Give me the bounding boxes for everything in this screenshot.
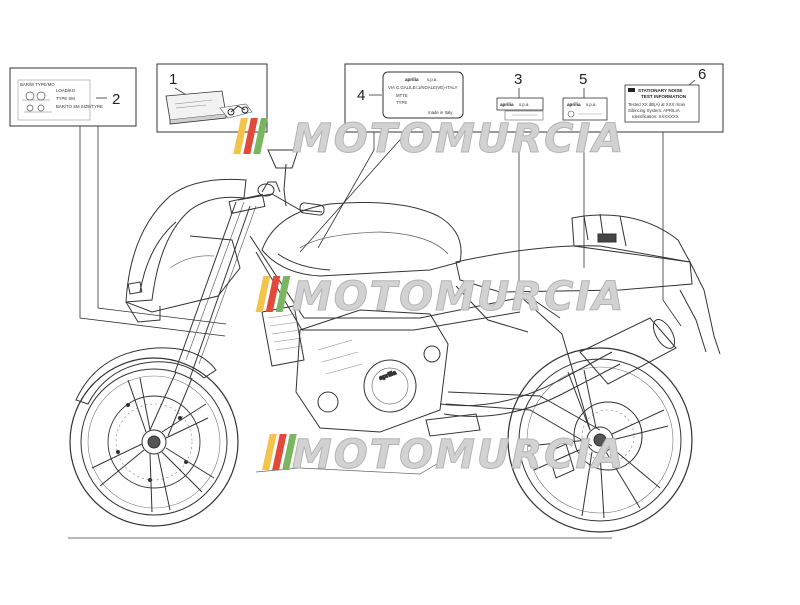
wm-stripe-green-3 — [282, 434, 297, 470]
box-decals: 4 aprilia s.p.a. VIA G.GALILEI,1/NOALE(V… — [344, 63, 724, 133]
rear-caliper — [547, 443, 575, 479]
leader-lines — [79, 126, 682, 337]
label-6-line-2: Silencing System: APRILIA — [628, 108, 680, 113]
decal-3-suffix: s.p.a. — [519, 102, 530, 107]
leader-4b — [299, 131, 408, 253]
decal-5: aprilia s.p.a. — [562, 97, 608, 121]
label-6-subtitle: TEST INFORMATION — [641, 94, 687, 99]
decal-3-logo: aprilia — [500, 102, 514, 107]
callout-2: 2 — [112, 91, 120, 108]
moto-kit-drawing — [219, 103, 253, 119]
plate-4-logo: aprilia — [405, 77, 419, 82]
watermark-text-2: MOTOMURCIA — [292, 274, 625, 320]
id-plate-4: aprilia s.p.a. VIA G.GALILEI,1/NOALE(VE)… — [382, 71, 464, 119]
wm-stripe-yellow-2 — [255, 276, 271, 312]
wm-stripe-red-3 — [272, 434, 287, 470]
sticker-2-line-1: BAR/W TYPE/MO — [20, 82, 55, 87]
manual-book-drawing — [165, 90, 227, 125]
plate-4-type: TYPE — [396, 100, 407, 105]
callout-5: 5 — [579, 71, 587, 88]
callout-3: 3 — [514, 71, 522, 88]
watermark-bottom: MOTOMURCIA — [262, 432, 625, 479]
seat-and-tail — [455, 213, 721, 355]
sticker-2-line-4: BAR/TO SM SIZE/TYRE — [56, 104, 103, 109]
handlebar-and-mirror — [237, 149, 325, 216]
footrest-bracket — [425, 413, 481, 437]
wm-stripe-red — [243, 118, 258, 154]
leader-6 — [662, 132, 682, 327]
callout-1: 1 — [169, 71, 177, 88]
box-2: BAR/W TYPE/MO LOAD/KG TYPE SM BAR/TO SM … — [9, 67, 137, 127]
wm-stripe-yellow — [233, 118, 248, 154]
plate-4-model: MTTE — [396, 93, 408, 98]
front-fender — [75, 347, 217, 405]
watermark-top: MOTOMURCIA — [233, 116, 625, 163]
sticker-2-line-3: TYPE SM — [56, 96, 75, 101]
front-fork — [149, 194, 266, 437]
label-6-line-3: Identification: XXXXXXX — [632, 114, 679, 119]
watermark-middle: MOTOMURCIA — [255, 274, 625, 321]
leader-4 — [317, 132, 375, 249]
wm-stripe-yellow-3 — [262, 434, 277, 470]
callout-6: 6 — [698, 66, 706, 83]
label-6-line-1: Tested XX dB(A) at XXX r/min — [628, 102, 686, 107]
leader-2 — [79, 126, 226, 337]
wm-stripe-red-2 — [265, 276, 281, 312]
sticker-2-drawing: BAR/W TYPE/MO LOAD/KG TYPE SM BAR/TO SM … — [17, 79, 103, 121]
swingarm — [445, 391, 601, 447]
watermark-text-1: MOTOMURCIA — [292, 116, 625, 162]
box-1: 1 — [156, 63, 268, 133]
callout-4: 4 — [357, 87, 365, 104]
decal-3: aprilia s.p.a. — [496, 97, 544, 121]
motorcycle-drawing: aprilia — [68, 149, 721, 539]
front-fairing — [125, 178, 247, 323]
plate-4-suffix: s.p.a. — [427, 77, 438, 82]
watermark-text-3: MOTOMURCIA — [292, 432, 625, 478]
sticker-2-line-2: LOAD/KG — [56, 88, 76, 93]
engine-cover-logo: aprilia — [379, 370, 398, 382]
plate-4-address: VIA G.GALILEI,1/NOALE(VE)-ITALY — [388, 85, 457, 90]
wm-stripe-green — [253, 118, 268, 154]
decal-5-logo: aprilia — [567, 102, 581, 107]
wm-stripe-green-2 — [275, 276, 291, 312]
front-wheel — [69, 357, 239, 527]
leader-2b — [97, 126, 227, 325]
decal-5-suffix: s.p.a. — [586, 102, 597, 107]
fuel-tank — [261, 202, 462, 277]
label-6-title: STATIONARY NOISE — [638, 88, 683, 93]
plate-4-footer: made in Italy — [428, 110, 453, 115]
noise-label-6: STATIONARY NOISE TEST INFORMATION Tested… — [624, 84, 700, 123]
